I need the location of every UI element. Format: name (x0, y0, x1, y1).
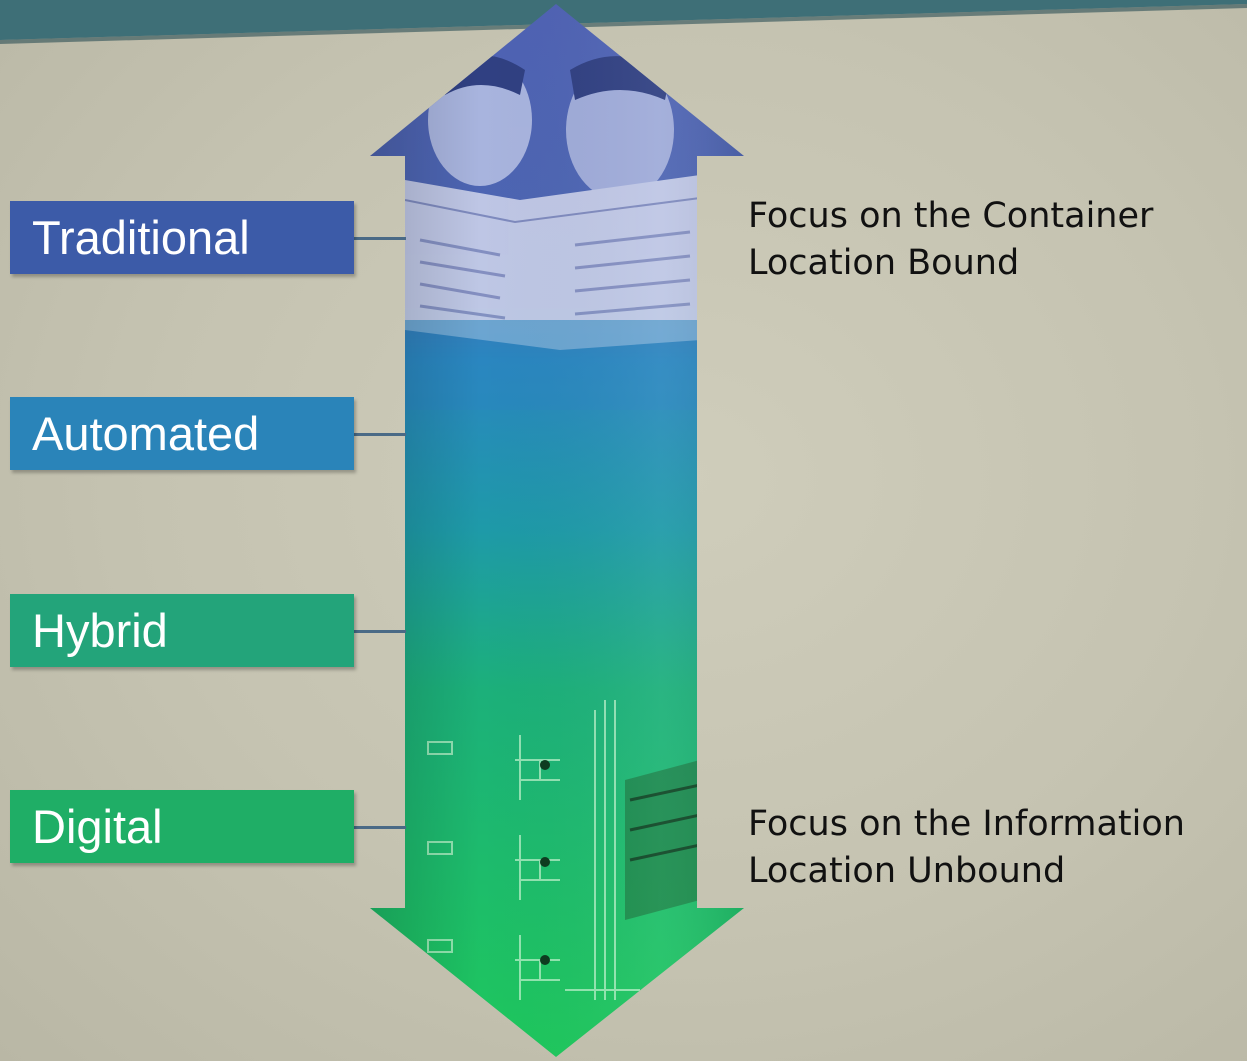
connector-traditional (354, 237, 406, 240)
caption-bottom: Focus on the Information Location Unboun… (748, 801, 1185, 895)
caption-bottom-line1: Focus on the Information (748, 804, 1185, 844)
connector-hybrid (354, 630, 406, 633)
connector-automated (354, 433, 406, 436)
stage-label-traditional: Traditional (10, 201, 354, 274)
caption-top: Focus on the Container Location Bound (748, 193, 1153, 287)
stage-label-hybrid: Hybrid (10, 594, 354, 667)
stage-label-automated: Automated (10, 397, 354, 470)
caption-top-line2: Location Bound (748, 243, 1020, 283)
top-banner (0, 0, 1247, 44)
caption-top-line1: Focus on the Container (748, 196, 1154, 236)
stage-label-digital: Digital (10, 790, 354, 863)
caption-bottom-line2: Location Unbound (748, 851, 1066, 891)
connector-digital (354, 826, 406, 829)
